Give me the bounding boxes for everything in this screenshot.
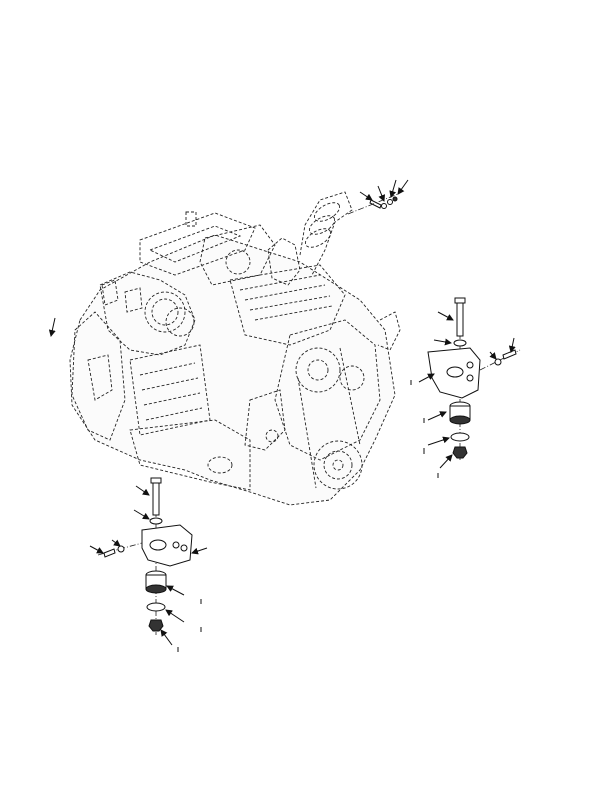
callout-top-bolt-3 (389, 179, 397, 198)
callout-left-bracket (191, 547, 208, 555)
callout-left-isolator (166, 585, 185, 596)
callout-top-bolt-4 (397, 179, 409, 195)
callout-left-side-washer (111, 539, 121, 547)
right-mount-bolt-icon (454, 297, 466, 337)
left-mount-nut-icon (148, 619, 164, 632)
left-mount-stack (97, 477, 193, 635)
callout-right-side-bolt (508, 337, 516, 353)
callout-right-bracket (418, 373, 435, 383)
left-mount-washer-icon (149, 517, 163, 525)
callout-right-side-washer (489, 351, 497, 360)
callout-left-nut (160, 629, 173, 646)
callout-top-bolt-2 (377, 185, 386, 202)
engine-block (69, 234, 396, 506)
crank-pulley (313, 440, 363, 490)
left-mount-bolt-icon (150, 477, 162, 516)
top-nut-icon (392, 196, 398, 202)
right-mount-flat-washer-icon (450, 432, 470, 442)
callout-top-bolt-1 (359, 191, 373, 201)
left-mount-flat-washer-icon (146, 602, 166, 612)
intake-manifold (229, 264, 346, 346)
callout-index-ticks (177, 380, 439, 652)
callout-right-nut (439, 454, 453, 469)
right-mount-washer-icon (453, 339, 467, 347)
drive-belt (297, 347, 361, 489)
callout-left-edge-arrow (48, 317, 56, 337)
right-mount-isolator-icon (449, 401, 471, 425)
left-side-bolt-icon (103, 548, 116, 558)
callout-left-flat-washer (165, 609, 185, 623)
callout-right-bolt (437, 311, 454, 321)
filler-cap (185, 211, 197, 227)
callout-right-isolator (427, 411, 447, 421)
callout-left-side-bolt (89, 545, 104, 554)
top-bolt-icon (369, 199, 382, 209)
air-intake-tube (299, 191, 353, 276)
callout-leaders (48, 179, 516, 646)
callout-left-bolt (135, 485, 150, 496)
top-lockwasher-icon (387, 199, 393, 205)
valve-cover (139, 212, 256, 276)
flywheel-housing (71, 311, 126, 441)
front-cover (274, 319, 381, 461)
left-mount-bracket-icon (141, 524, 193, 567)
callout-left-washer (133, 509, 150, 520)
right-mount-stack (427, 297, 521, 460)
right-side-washer-icon (494, 358, 502, 366)
right-side-bolt-icon (502, 349, 517, 360)
top-fastener-cluster (347, 193, 399, 215)
top-washer-icon (381, 203, 387, 209)
alternator-pulley (295, 347, 341, 393)
callout-right-flat-washer (427, 436, 450, 446)
left-mount-isolator-icon (145, 570, 167, 594)
right-mount-nut-icon (452, 446, 468, 459)
engine-assembly-phantom (69, 191, 401, 506)
oil-pan (129, 419, 251, 491)
callout-right-washer (433, 338, 452, 346)
left-side-washer-icon (117, 545, 125, 553)
